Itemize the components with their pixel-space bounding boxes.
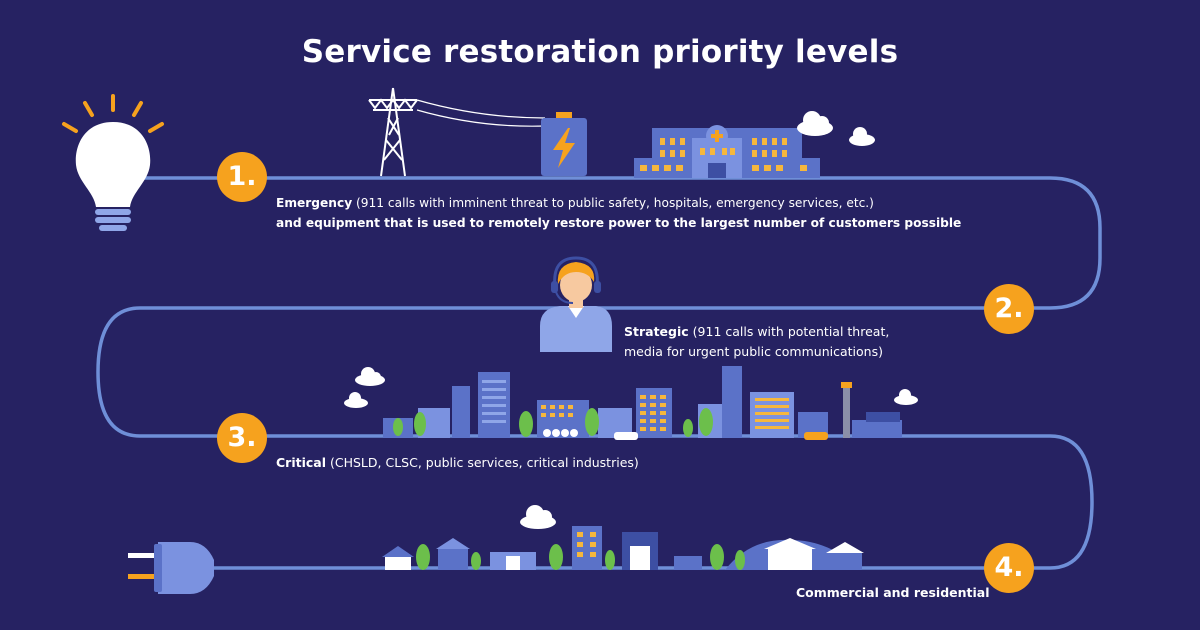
level-1-text: Emergency (911 calls with imminent threa… (276, 193, 961, 233)
level-1-label: Emergency (276, 196, 353, 210)
cloud-icon (849, 127, 875, 146)
operator-icon (540, 256, 612, 352)
level-4-badge: 4. (984, 543, 1034, 593)
level-2-detail: (911 calls with potential threat, (688, 324, 890, 339)
hospital-icon (634, 125, 820, 178)
level-2-label: Strategic (624, 324, 689, 339)
page-title: Service restoration priority levels (301, 34, 899, 70)
level-3-text: Critical (CHSLD, CLSC, public services, … (276, 453, 639, 473)
cloud-icon (520, 505, 556, 529)
cloud-icon (344, 392, 368, 408)
power-tower-icon (368, 87, 546, 177)
level-1-line2: and equipment that is used to remotely r… (276, 216, 962, 230)
level-1-badge: 1. (217, 152, 267, 202)
houses-icon (382, 526, 864, 570)
light-bulb-icon (62, 94, 164, 231)
level-1-detail: (911 calls with imminent threat to publi… (352, 196, 874, 210)
level-2-badge: 2. (984, 284, 1034, 334)
city-skyline-icon (383, 366, 902, 440)
level-3-badge: 3. (217, 413, 267, 463)
battery-icon (541, 112, 587, 176)
cloud-icon (894, 389, 918, 405)
level-4-label: Commercial and residential (796, 585, 990, 600)
cloud-icon (355, 367, 385, 386)
plug-icon (128, 542, 214, 594)
level-2-line2: media for urgent public communications) (624, 344, 883, 359)
cloud-icon (797, 111, 833, 136)
cable-path (96, 176, 1102, 570)
level-4-text: Commercial and residential (796, 583, 990, 603)
level-3-label: Critical (276, 455, 327, 470)
level-2-text: Strategic (911 calls with potential thre… (624, 322, 889, 362)
level-3-detail: (CHSLD, CLSC, public services, critical … (326, 455, 639, 470)
